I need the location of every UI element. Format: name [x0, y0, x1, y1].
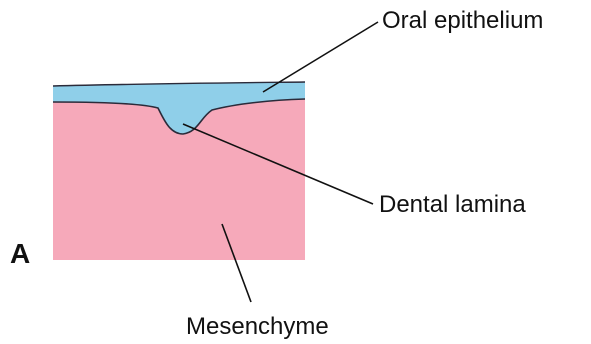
panel-letter: A [10, 238, 30, 269]
dental-lamina-label: Dental lamina [379, 191, 526, 218]
oral-epithelium-label: Oral epithelium [382, 7, 543, 34]
oral-epithelium-leader-line [263, 22, 378, 92]
mesenchyme-label: Mesenchyme [186, 313, 329, 340]
